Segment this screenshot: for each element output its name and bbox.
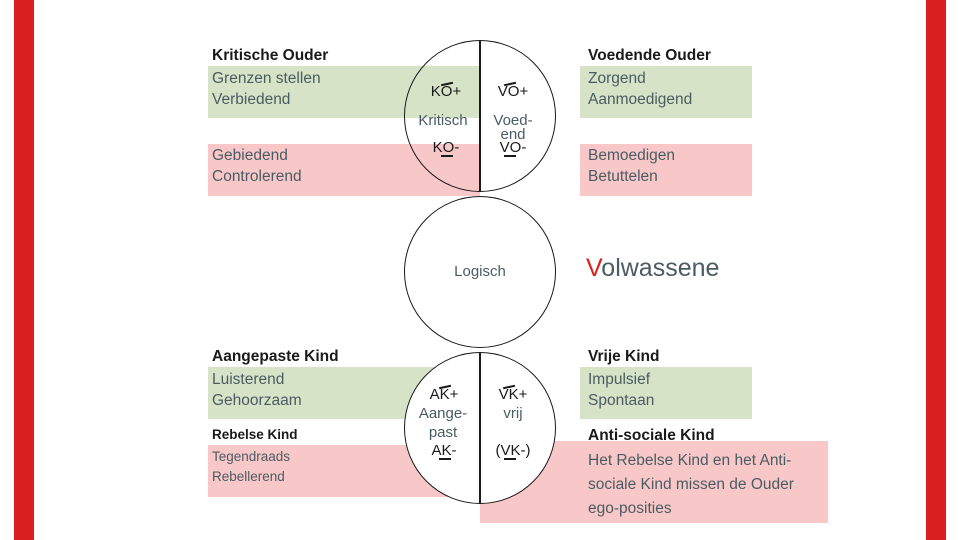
- label-vk-minus: (VK-): [495, 442, 531, 459]
- free-child-positive-panel: [580, 367, 752, 419]
- nurturing-parent-title: Voedende Ouder: [588, 47, 711, 64]
- label-ko-plus: KO+: [430, 83, 462, 100]
- nurturing-parent-positive-1: Zorgend: [588, 70, 646, 87]
- adult-ego-state-circle: [404, 196, 556, 348]
- adult-heading-initial: V: [586, 254, 602, 282]
- label-aangepast-line2: past: [428, 424, 458, 441]
- critical-parent-negative-2: Controlerend: [212, 168, 302, 185]
- vk-minus-underline: [504, 458, 516, 460]
- vo-minus-underline: [504, 155, 516, 157]
- label-vo-plus: VO+: [497, 83, 529, 100]
- adapted-child-title: Aangepaste Kind: [212, 348, 339, 365]
- left-red-bar: [14, 0, 34, 540]
- adult-heading: Volwassene: [586, 254, 719, 283]
- nurturing-parent-positive-panel: [580, 66, 752, 118]
- free-child-positive-2: Spontaan: [588, 392, 655, 409]
- critical-parent-title: Kritische Ouder: [212, 47, 329, 64]
- label-ak-plus: AK+: [429, 386, 459, 403]
- ko-minus-underline: [441, 155, 453, 157]
- nurturing-parent-negative-2: Betuttelen: [588, 168, 658, 185]
- label-vk-plus: VK+: [498, 386, 528, 403]
- critical-parent-positive-2: Verbiedend: [212, 91, 291, 108]
- label-voedend-line2: end: [500, 126, 526, 143]
- adapted-child-positive-2: Gehoorzaam: [212, 392, 302, 409]
- adult-heading-rest: olwassene: [601, 254, 720, 282]
- right-red-bar: [926, 0, 946, 540]
- rebel-child-trait-2: Rebellerend: [212, 469, 285, 484]
- label-logisch: Logisch: [454, 263, 506, 280]
- nurturing-parent-negative-1: Bemoedigen: [588, 147, 676, 164]
- label-vo-minus: VO-: [499, 139, 527, 156]
- label-voedend-line1: Voed-: [493, 112, 533, 129]
- free-child-title: Vrije Kind: [588, 348, 660, 365]
- critical-parent-negative-1: Gebiedend: [212, 147, 288, 164]
- label-kritisch: Kritisch: [418, 112, 468, 129]
- label-aangepast-line1: Aange-: [418, 405, 468, 422]
- rebel-child-title: Rebelse Kind: [212, 427, 298, 442]
- nurturing-parent-negative-panel: [580, 144, 752, 196]
- parent-circle-vertical-divider: [479, 40, 481, 192]
- note-line-3: ego-posities: [588, 500, 672, 517]
- rebel-child-trait-1: Tegendraads: [212, 449, 291, 464]
- critical-parent-positive-1: Grenzen stellen: [212, 70, 321, 87]
- note-line-2: sociale Kind missen de Ouder: [588, 476, 794, 493]
- label-ko-minus: KO-: [432, 139, 460, 156]
- label-ak-minus: AK-: [431, 442, 457, 459]
- free-child-positive-1: Impulsief: [588, 371, 651, 388]
- child-circle-vertical-divider: [479, 352, 481, 504]
- note-line-1: Het Rebelse Kind en het Anti-: [588, 452, 792, 469]
- ak-minus-underline: [439, 458, 451, 460]
- anti-social-child-title: Anti-sociale Kind: [588, 427, 715, 444]
- nurturing-parent-positive-2: Aanmoedigend: [588, 91, 693, 108]
- label-vrij: vrij: [503, 405, 523, 422]
- adapted-child-positive-1: Luisterend: [212, 371, 285, 388]
